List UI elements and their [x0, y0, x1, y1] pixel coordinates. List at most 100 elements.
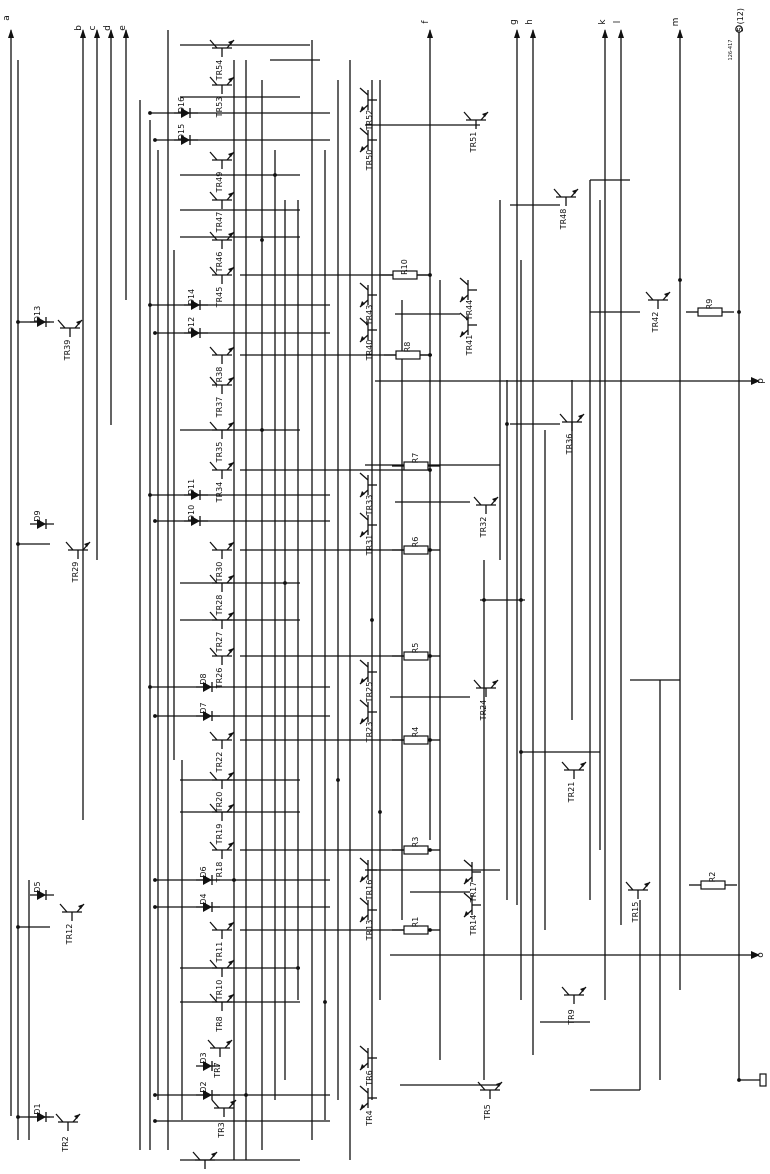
diode-label: D12 — [187, 317, 196, 333]
transistor-tr54: TR54 — [209, 39, 235, 81]
transistor-label: TR29 — [71, 562, 80, 584]
transistor-label: TR14 — [469, 915, 478, 937]
transistor-label: TR8 — [215, 1016, 224, 1033]
transistor-label: TR36 — [565, 434, 574, 456]
diode-label: D3 — [199, 1052, 208, 1063]
junction-dot — [153, 1093, 157, 1097]
resistor-label: R8 — [403, 342, 412, 353]
transistor-tr44: TR44 — [459, 277, 477, 322]
transistor-tr24: TR24 — [473, 679, 499, 721]
transistor-label: TR47 — [215, 212, 224, 234]
transistor-label: TR20 — [215, 792, 224, 814]
junction-dot — [296, 966, 300, 970]
line-label-c: c — [88, 25, 98, 30]
junction-dot — [153, 519, 157, 523]
transistor-label: TR19 — [215, 824, 224, 846]
transistor-tr15: TR15 — [625, 881, 651, 923]
transistor-label: TR26 — [215, 668, 224, 690]
transistor-tr23: TR23 — [359, 699, 377, 743]
resistor-label: R9 — [705, 299, 714, 310]
transistor-tr25: TR25 — [359, 659, 377, 703]
terminal-label: 5 (12) — [736, 8, 745, 32]
transistor-label: TR3 — [217, 1122, 226, 1139]
line-label-k: k — [598, 19, 608, 25]
transistor-tr39: TR39 — [57, 319, 83, 362]
diode-label: D5 — [33, 881, 42, 892]
transistor-tr9: TR9 — [561, 986, 587, 1026]
diode-label: D15 — [177, 124, 186, 140]
transistor-label: TR30 — [215, 562, 224, 584]
diode-label: D8 — [199, 673, 208, 684]
arrow-line-l — [618, 29, 624, 38]
arrow-line-m — [677, 29, 683, 38]
transistor-tr33: TR33 — [359, 472, 377, 516]
junction-dot — [232, 878, 236, 882]
diode-label: D10 — [187, 505, 196, 521]
transistor-label: TR42 — [651, 312, 660, 334]
transistor-label: TR52 — [365, 110, 374, 132]
transistor-label: TR32 — [479, 517, 488, 539]
diode-d9: D9 — [30, 510, 54, 529]
transistor-tr52: TR52 — [359, 87, 377, 132]
junction-dot — [148, 303, 152, 307]
junction-dot — [16, 925, 20, 929]
transistor-tr53: TR53 — [209, 76, 235, 118]
junction-dot — [148, 685, 152, 689]
transistor-label: TR16 — [365, 880, 374, 902]
line-label-p: p — [756, 378, 766, 384]
transistor-tr34: TR34 — [209, 461, 235, 504]
diode-d6: D6 — [196, 866, 220, 885]
line-label-d: d — [103, 25, 113, 31]
arrow-line-b — [80, 29, 86, 38]
transistor-tr4: TR4 — [359, 1085, 377, 1127]
diode-d7: D7 — [196, 702, 220, 721]
diode-label: D9 — [33, 510, 42, 521]
diode-d5: D5 — [30, 881, 54, 900]
junction-dot — [737, 310, 741, 314]
transistor-tr21: TR21 — [561, 761, 587, 803]
resistor-r10: R10 — [381, 259, 429, 280]
line-label-l: l — [613, 21, 623, 24]
junction-dot — [336, 778, 340, 782]
junction-dot — [153, 878, 157, 882]
junction-dot — [428, 273, 432, 277]
transistor-label: TR44 — [465, 300, 474, 322]
transistor-tr29: TR29 — [65, 541, 91, 584]
diode-label: D1 — [33, 1103, 42, 1114]
diode-label: D4 — [199, 893, 208, 904]
junction-dot — [323, 1000, 327, 1004]
diode-d12: D12 — [184, 317, 208, 338]
transistor-label: TR50 — [365, 150, 374, 172]
transistor-tr30: TR30 — [209, 541, 235, 584]
wiring — [8, 25, 767, 1161]
diode-d13: D13 — [30, 306, 54, 327]
diode-d10: D10 — [184, 505, 208, 526]
resistor-r4: R4 — [392, 727, 440, 745]
junction-dot — [148, 111, 152, 115]
arrow-line-c — [94, 29, 100, 38]
junction-dot — [260, 238, 264, 242]
transistor-tr3: TR3 — [211, 1099, 237, 1139]
line-label-f: f — [421, 20, 431, 24]
line-label-e: e — [118, 25, 128, 31]
transistor-tr26: TR26 — [209, 647, 235, 690]
line-label-m: m — [671, 18, 681, 27]
arrow-line-f — [427, 29, 433, 38]
transistor-tr2: TR2 — [55, 1113, 81, 1153]
resistor-label: R1 — [411, 917, 420, 928]
junction-dot — [482, 598, 486, 602]
junction-dot — [153, 138, 157, 142]
transistor-label: TR10 — [215, 980, 224, 1002]
diode-d15: D15 — [174, 124, 198, 145]
arrow-line-h — [530, 29, 536, 38]
arrow-line-d — [108, 29, 114, 38]
terminal-circle — [735, 25, 743, 33]
components: TR1TR2TR3TR4TR5TR6TR7TR8TR9TR10TR11TR12T… — [30, 39, 737, 1169]
transistor-label: TR34 — [215, 482, 224, 504]
diode-label: D16 — [177, 97, 186, 113]
resistor-label: R3 — [411, 837, 420, 848]
resistor-r1: R1 — [392, 917, 440, 935]
diode-d2: D2 — [196, 1081, 220, 1100]
transistor-label: TR46 — [215, 252, 224, 274]
transistor-label: TR39 — [63, 340, 72, 362]
